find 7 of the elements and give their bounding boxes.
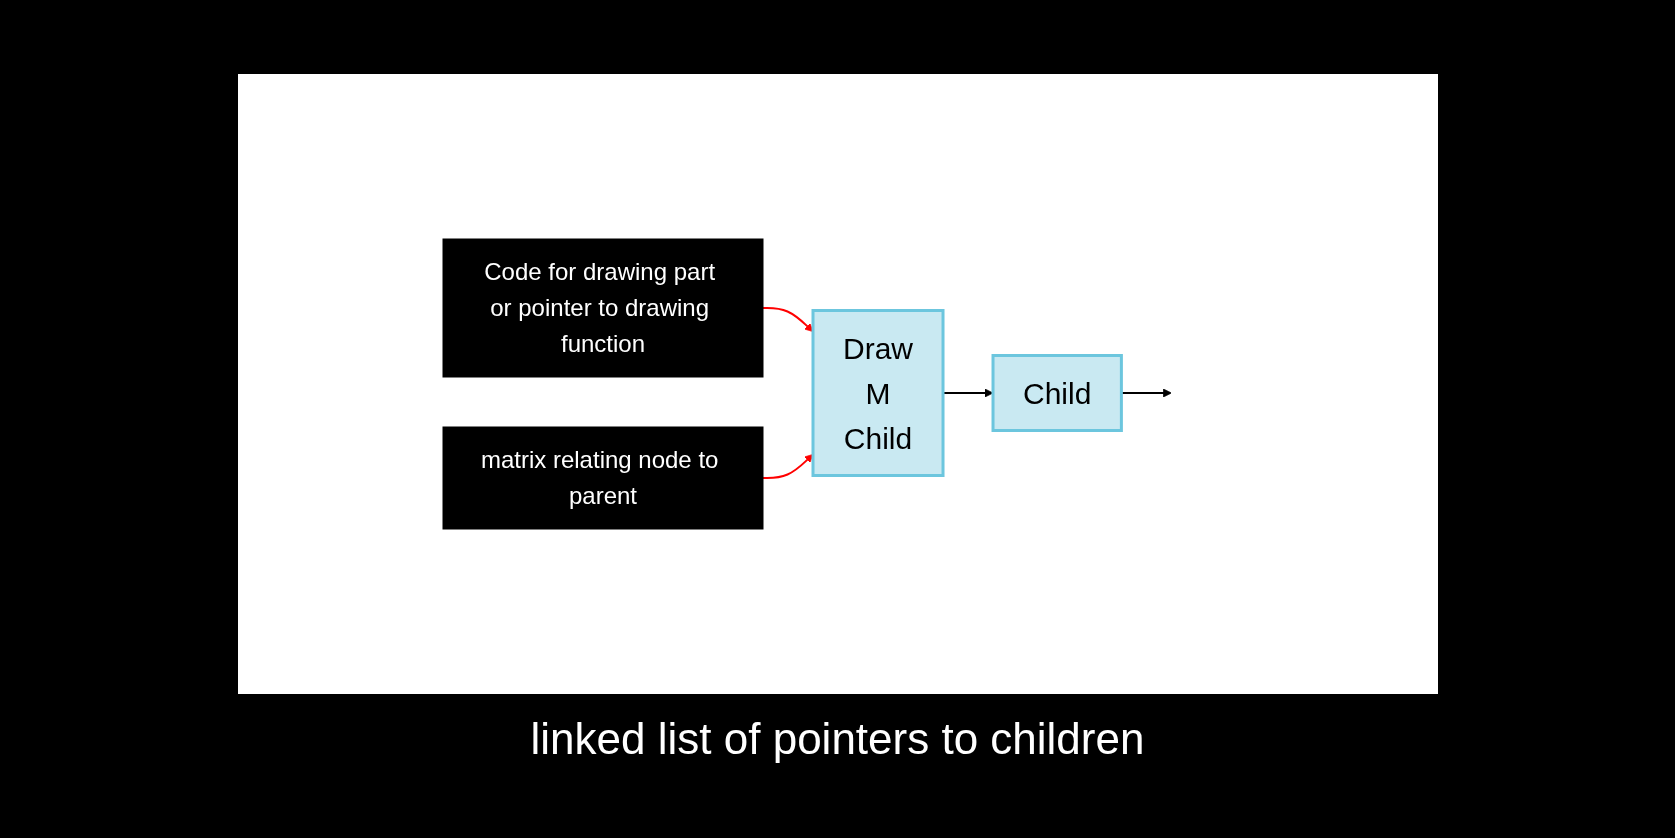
arrow [762,454,814,479]
arrow [762,307,814,332]
node-box: Draw M Child [811,309,945,477]
node-box: Code for drawing part or pointer to drawing function [442,238,764,378]
node-box: matrix relating node to parent [442,426,764,530]
note-text: linked list of pointers to children [530,714,1145,764]
node-box: Child [991,354,1124,432]
